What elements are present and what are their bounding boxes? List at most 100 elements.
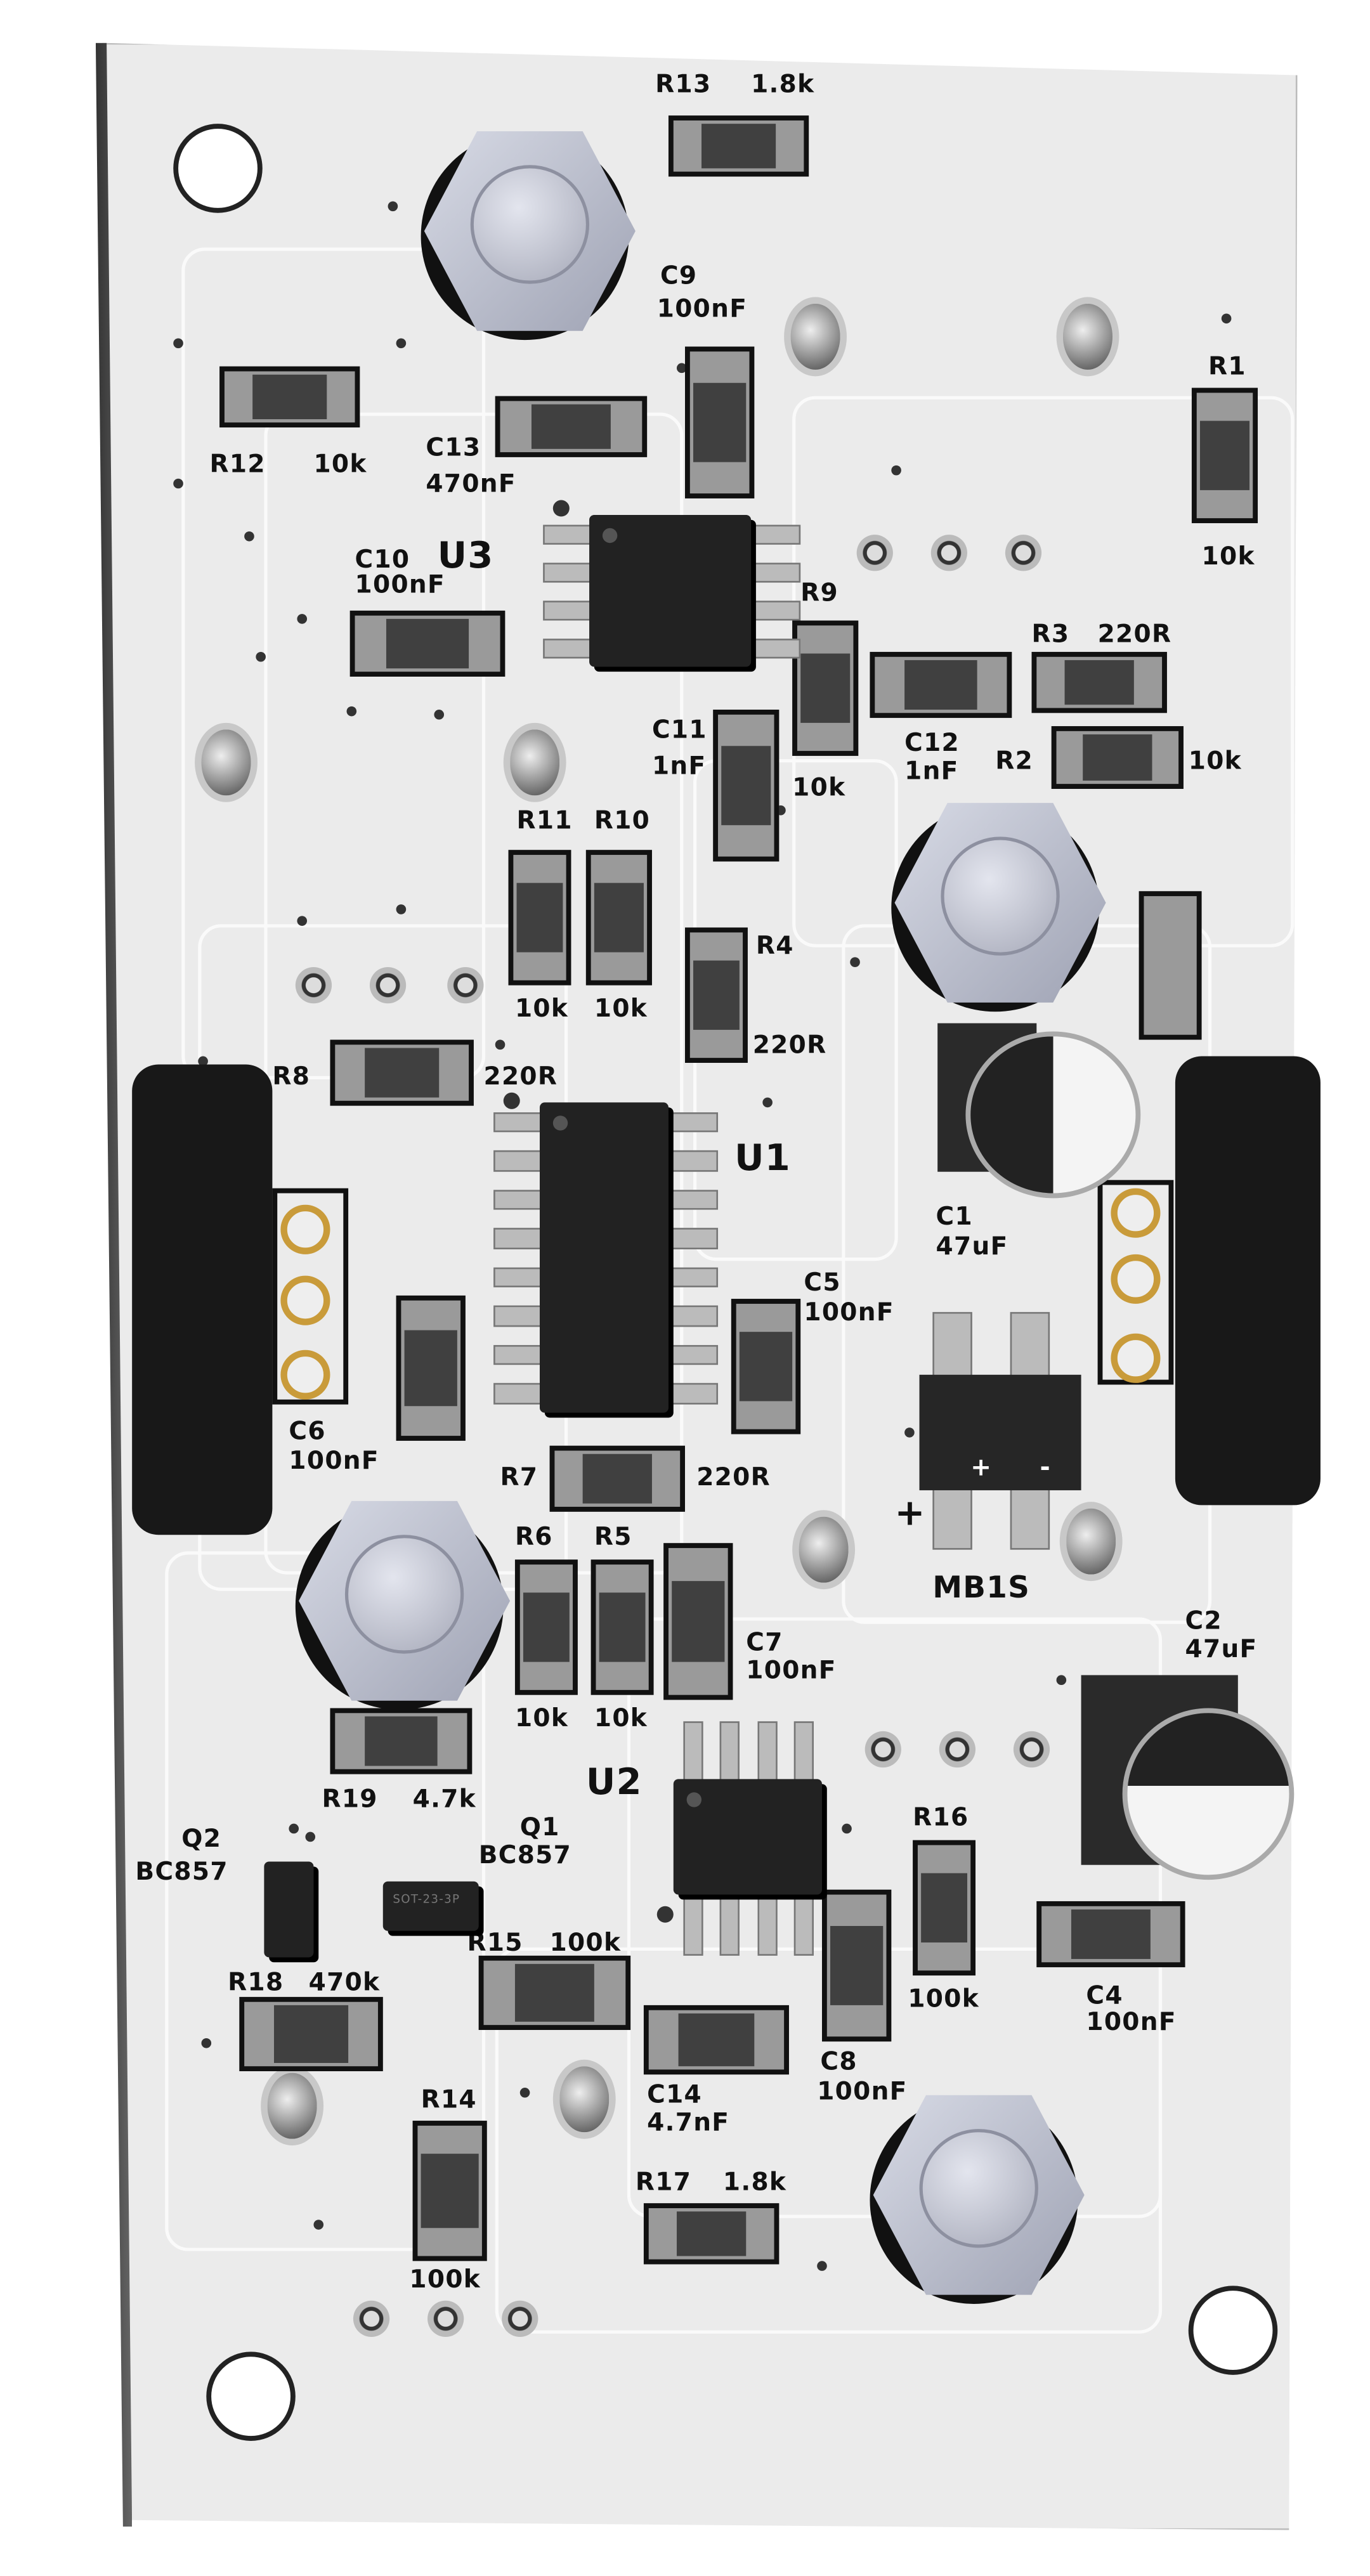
pin1-dot: [602, 528, 618, 543]
ref-designator: R5: [594, 1521, 632, 1552]
via: [388, 201, 398, 212]
component-value: 47uF: [936, 1231, 1008, 1261]
ref-designator: R6: [514, 1521, 553, 1552]
component-r1: [1191, 387, 1258, 523]
through-hole-pad: [1005, 535, 1042, 571]
ic-pin: [493, 1267, 544, 1289]
component-body: [830, 1925, 883, 2006]
component-c11: [713, 710, 780, 862]
ref-designator: R2: [995, 746, 1034, 776]
ref-designator: R19: [322, 1784, 378, 1814]
test-pin: [503, 722, 566, 802]
through-hole-pad: [1013, 1731, 1050, 1768]
via: [297, 916, 308, 926]
component-body: [693, 382, 746, 462]
header-pin: [1111, 1333, 1161, 1383]
component-r2: [1051, 726, 1184, 789]
component-body: [514, 1964, 595, 2022]
component-value: 1.8k: [722, 2166, 787, 2197]
pin1-dot: [552, 1116, 568, 1131]
pin1-marker: [503, 1092, 520, 1109]
via: [842, 1823, 852, 1834]
component-c12: [870, 651, 1012, 719]
polarity-plus-mark: +: [894, 1493, 926, 1535]
ref-designator: U2: [585, 1762, 643, 1804]
ic-u3: [589, 514, 752, 667]
component-r15: [478, 1955, 631, 2030]
ref-designator: C13: [426, 432, 481, 462]
test-pin: [552, 2059, 616, 2139]
component-value: 100k: [549, 1927, 622, 1958]
component-value: 100nF: [817, 2076, 908, 2106]
pin1-dot: [686, 1792, 702, 1807]
component-c14: [643, 2005, 789, 2075]
ref-designator: C4: [1086, 1980, 1123, 2010]
through-hole-pad: [502, 2300, 538, 2337]
component-value: 100k: [908, 1984, 979, 2013]
component-value: 10k: [1188, 746, 1242, 776]
header-pin: [280, 1350, 330, 1400]
via: [817, 2261, 827, 2271]
component-body: [582, 1454, 653, 1504]
ref-designator: R8: [272, 1061, 311, 1091]
mounting-hole: [1188, 2286, 1278, 2375]
via: [519, 2088, 530, 2098]
component-value: 1.8k: [751, 69, 815, 100]
ref-designator: C12: [904, 727, 960, 758]
electrolytic-cap-c2: [1122, 1708, 1295, 1880]
component-r17: [643, 2203, 780, 2265]
test-pin: [261, 2066, 324, 2146]
component-body: [253, 374, 327, 420]
test-pin: [1056, 297, 1119, 377]
component-c6: [396, 1295, 466, 1441]
component-c7: [663, 1543, 733, 1700]
standoff-cap: [941, 836, 1060, 956]
component-body: [678, 2013, 755, 2066]
component-value: 100nF: [804, 1297, 894, 1327]
header-pin: [1111, 1188, 1161, 1238]
ref-designator: R10: [594, 805, 651, 835]
component-r19: [330, 1708, 473, 1774]
component-value: 10k: [594, 993, 648, 1024]
ref-designator: C9: [660, 261, 698, 291]
component-body: [531, 404, 611, 450]
ic-pin: [719, 1721, 740, 1783]
ic-pin: [493, 1306, 544, 1327]
component-r18: [239, 1996, 383, 2072]
ic-pin: [682, 1721, 703, 1783]
transistor-q1: [382, 1881, 479, 1931]
via: [434, 710, 445, 720]
ref-designator: R14: [421, 2084, 477, 2114]
ref-designator: C8: [820, 2046, 858, 2076]
via: [676, 363, 687, 374]
via: [244, 531, 254, 542]
ref-designator: C1: [936, 1201, 973, 1232]
ic-pin: [493, 1383, 544, 1405]
ic-pin: [493, 1112, 544, 1133]
via: [198, 1056, 208, 1067]
component-c8: [821, 1889, 892, 2042]
via: [1056, 1675, 1067, 1686]
component-value: 10k: [594, 1703, 648, 1733]
ref-designator: R16: [913, 1802, 969, 1832]
ic-pin: [543, 524, 593, 545]
via: [201, 2038, 212, 2048]
ic-pin: [668, 1228, 719, 1249]
via: [904, 1428, 915, 1438]
ref-designator: C6: [289, 1415, 326, 1446]
component-value: 4.7nF: [647, 2107, 730, 2138]
ic-pin: [493, 1150, 544, 1172]
component-body: [676, 2211, 747, 2256]
component-body: [523, 1592, 570, 1663]
standoff-cap: [470, 165, 590, 284]
component-body: [421, 2154, 478, 2228]
component-c4: [1036, 1901, 1185, 1968]
ref-designator: Q2: [181, 1823, 222, 1854]
bridge-rectifier-mb1s: [919, 1374, 1081, 1490]
via: [346, 706, 357, 717]
component-value: 220R: [483, 1061, 558, 1091]
component-value: 470nF: [426, 469, 516, 498]
component-value: 10k: [792, 772, 846, 802]
test-pin: [784, 297, 847, 377]
transistor-q2: [264, 1861, 314, 1958]
